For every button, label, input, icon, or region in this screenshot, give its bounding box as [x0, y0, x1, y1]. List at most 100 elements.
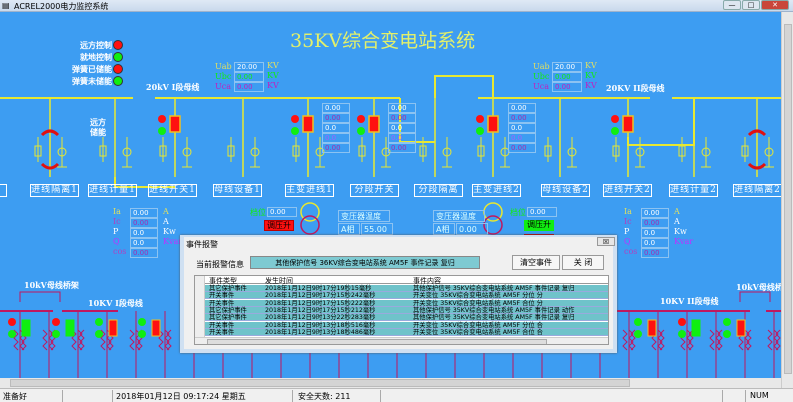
table-scroll-thumb[interactable] — [207, 339, 547, 344]
meter-value: 0.0 — [130, 238, 158, 248]
voltage-name: Ubc — [215, 72, 232, 81]
column-time[interactable]: 发生时间 — [265, 277, 293, 285]
event-time: 2018年1月12日9时17分15秒242毫秒 — [265, 292, 376, 300]
bay-label[interactable]: 分段隔离 — [414, 184, 463, 197]
fuse-icon — [227, 145, 235, 157]
stored-indicator-icon — [357, 127, 365, 135]
remote-indicator-icon — [158, 115, 166, 123]
column-event-type[interactable]: 事件类型 — [209, 277, 237, 285]
stored-label: 储能 — [90, 127, 106, 137]
breaker-value: 0.00 — [322, 143, 350, 153]
legend-label: 弹簧已储能 — [72, 64, 112, 74]
title-bar: ▤ ACREL2000电力监控系统 — □ ✕ — [0, 0, 793, 12]
meter-value: 0.00 — [130, 218, 158, 228]
vertical-scrollbar[interactable] — [781, 12, 793, 388]
bay-label[interactable]: 进线隔离1 — [30, 184, 79, 197]
legend-indicator-icon — [113, 64, 123, 74]
bay-label-partial[interactable] — [0, 184, 7, 197]
breaker-icon — [368, 115, 380, 133]
bay-label[interactable]: 进线计量2 — [669, 184, 718, 197]
disconnector-icon — [40, 129, 60, 137]
meter-name: Ia — [113, 207, 121, 216]
remote-label: 远方 — [90, 117, 106, 127]
clear-events-button[interactable]: 清空事件 — [512, 255, 560, 270]
table-vertical-scrollbar[interactable] — [195, 276, 205, 338]
breaker-10kv-icon — [21, 319, 31, 337]
event-type: 其它保护事件 — [209, 306, 247, 314]
minimize-button[interactable]: — — [723, 0, 741, 10]
stored-indicator-icon — [476, 127, 484, 135]
meter-name: Ia — [624, 207, 632, 216]
close-button[interactable]: 关 闭 — [562, 255, 604, 270]
event-content: 开关变位 35KV综合变电站系统 AM5F 分位 分 — [413, 292, 543, 300]
voltage-value: 20.00 — [234, 62, 264, 72]
voltage-unit: KV — [585, 61, 597, 70]
event-content: 开关变位 35KV综合变电站系统 AM5F 合位 合 — [413, 328, 543, 336]
horizontal-scrollbar[interactable] — [0, 378, 781, 388]
horizontal-scroll-thumb[interactable] — [10, 379, 630, 387]
tap-raise-button[interactable]: 调压升 — [524, 220, 554, 231]
table-horizontal-scrollbar[interactable] — [195, 337, 608, 344]
bay-label[interactable]: 进线开关1 — [148, 184, 197, 197]
fuse-icon — [741, 145, 749, 157]
bay-label[interactable]: 主变进线2 — [472, 184, 521, 197]
bay-label[interactable]: 进线隔离2 — [733, 184, 781, 197]
bay-label[interactable]: 进线开关2 — [603, 184, 652, 197]
phase-value: 0.00 — [456, 223, 488, 235]
status-datetime: 2018年01月12日 09:17:24 星期五 — [116, 392, 246, 401]
event-time: 2018年1月12日9时17分15秒212毫秒 — [265, 306, 376, 314]
meter-value: 0.0 — [641, 238, 669, 248]
transformer-icon — [483, 215, 503, 235]
indicator-icon — [723, 330, 731, 338]
meter-name: Q — [624, 237, 631, 246]
status-ready: 准备好 — [3, 392, 27, 401]
meter-value: 0.00 — [641, 248, 669, 258]
bay-label[interactable]: 母线设备1 — [213, 184, 262, 197]
legend-indicator-icon — [113, 52, 123, 62]
bay-label[interactable]: 母线设备2 — [541, 184, 590, 197]
meter-unit: Kw — [163, 227, 176, 236]
meter-name: cos — [624, 247, 638, 256]
bay-label[interactable]: 进线计量1 — [88, 184, 137, 197]
bridge-link — [19, 291, 61, 302]
maximize-button[interactable]: □ — [742, 0, 760, 10]
fuse-icon — [419, 145, 427, 157]
column-content[interactable]: 事件内容 — [413, 277, 441, 285]
tap-value: 0.00 — [267, 207, 297, 217]
breaker-value: 0.0 — [388, 133, 416, 143]
vertical-scroll-thumb[interactable] — [784, 24, 792, 374]
status-safe-days: 安全天数: 211 — [298, 392, 351, 401]
voltage-name: Uca — [215, 82, 231, 91]
close-window-button[interactable]: ✕ — [761, 0, 789, 10]
remote-indicator-icon — [476, 115, 484, 123]
indicator-icon — [723, 318, 731, 326]
meter-unit: A — [163, 217, 169, 226]
breaker-value: 0.0 — [322, 123, 350, 133]
indicator-icon — [678, 318, 686, 326]
breaker-10kv-icon — [151, 319, 161, 337]
event-type: 开关事件 — [209, 299, 235, 307]
dialog-title: 事件报警 — [186, 240, 218, 249]
ct-icon — [71, 329, 85, 351]
meter-unit: Kvar — [163, 237, 183, 246]
fuse-icon — [358, 145, 366, 157]
breaker-value: 0.0 — [508, 133, 536, 143]
meter-value: 0.0 — [641, 228, 669, 238]
remote-indicator-icon — [611, 115, 619, 123]
tap-label: 档位 — [250, 208, 266, 217]
voltage-unit: KV — [585, 71, 597, 80]
stored-indicator-icon — [611, 127, 619, 135]
dialog-close-icon[interactable]: ☒ — [597, 237, 615, 246]
voltage-name: Uca — [533, 82, 549, 91]
bay-label[interactable]: 主变进线1 — [285, 184, 334, 197]
voltage-unit: KV — [267, 81, 279, 90]
bay-label[interactable]: 分段开关 — [350, 184, 399, 197]
tap-raise-button[interactable]: 调压升 — [264, 220, 294, 231]
